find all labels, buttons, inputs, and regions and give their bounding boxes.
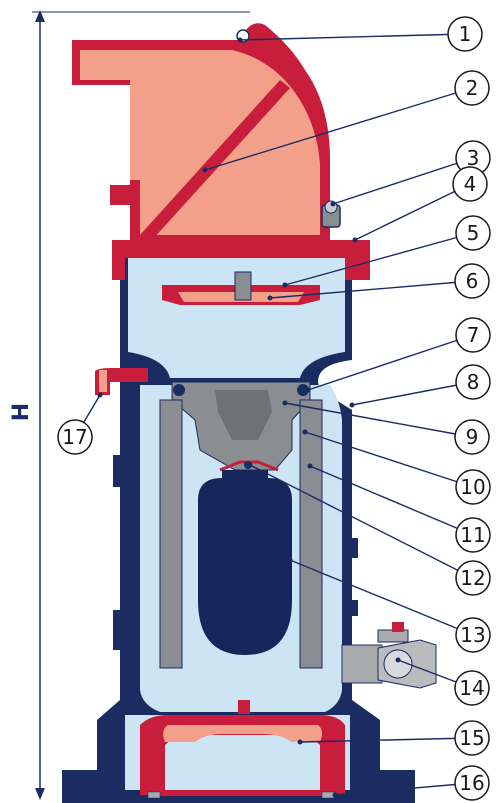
callout-11: 11 bbox=[307, 463, 491, 553]
callout-anchor bbox=[297, 739, 303, 745]
callout-leader bbox=[204, 87, 473, 171]
callout-anchor bbox=[282, 400, 288, 406]
callout-number: 9 bbox=[466, 425, 479, 449]
callout-anchor bbox=[352, 237, 358, 243]
callout-number: 4 bbox=[464, 172, 477, 196]
callout-anchor bbox=[237, 37, 243, 43]
height-dimension: H bbox=[9, 10, 250, 800]
callout-leader bbox=[299, 737, 473, 743]
callout-anchor bbox=[395, 657, 401, 663]
callout-leader bbox=[239, 33, 466, 41]
callout-leader bbox=[284, 402, 473, 438]
callout-4: 4 bbox=[352, 166, 488, 243]
callout-5: 5 bbox=[282, 215, 491, 288]
callout-anchor bbox=[287, 557, 293, 563]
callout-leader bbox=[289, 559, 474, 636]
callout-leader bbox=[307, 334, 474, 391]
callout-circle bbox=[454, 765, 490, 801]
callout-circle bbox=[57, 419, 93, 455]
callout-circle bbox=[454, 419, 490, 455]
callout-circle bbox=[455, 560, 491, 596]
callout-17: 17 bbox=[57, 392, 103, 455]
callout-12: 12 bbox=[247, 462, 491, 596]
callout-number: 13 bbox=[460, 623, 485, 647]
callout-circle bbox=[455, 317, 491, 353]
callout-anchor bbox=[247, 462, 253, 468]
upper-disc bbox=[162, 271, 320, 305]
valve-seat-block bbox=[171, 381, 311, 471]
callout-leader bbox=[249, 464, 474, 579]
callout-leader bbox=[269, 280, 473, 299]
callout-number: 6 bbox=[466, 269, 479, 293]
callout-number: 2 bbox=[466, 76, 479, 100]
callout-13: 13 bbox=[287, 557, 491, 653]
callout-number: 3 bbox=[467, 146, 480, 170]
callout-2: 2 bbox=[202, 70, 490, 173]
callout-leader bbox=[354, 183, 471, 241]
callout-number: 1 bbox=[459, 22, 472, 46]
callout-circle bbox=[447, 16, 483, 52]
callout-anchor bbox=[332, 792, 338, 798]
callout-leader bbox=[332, 157, 474, 205]
callout-number: 17 bbox=[62, 425, 87, 449]
callout-anchor bbox=[302, 429, 308, 435]
callout-anchor bbox=[282, 282, 288, 288]
callout-leader bbox=[284, 232, 474, 286]
inlet-elbow bbox=[72, 23, 370, 281]
side-drain-fitting bbox=[95, 368, 148, 395]
callout-number: 16 bbox=[459, 771, 484, 795]
callout-anchor bbox=[202, 167, 208, 173]
ball-valve bbox=[341, 622, 437, 689]
callout-anchor bbox=[330, 201, 336, 207]
callout-circle bbox=[455, 517, 491, 553]
callout-anchor bbox=[305, 387, 311, 393]
callout-circle bbox=[452, 166, 488, 202]
callout-anchor bbox=[307, 463, 313, 469]
callout-circle bbox=[455, 469, 491, 505]
callout-6: 6 bbox=[267, 263, 490, 301]
guide-tube bbox=[159, 399, 323, 669]
callout-anchor bbox=[349, 402, 355, 408]
callout-circle bbox=[454, 263, 490, 299]
callout-16: 16 bbox=[332, 765, 490, 801]
callout-number: 14 bbox=[459, 676, 484, 700]
float bbox=[198, 470, 292, 655]
callout-circle bbox=[454, 670, 490, 706]
callout-leader bbox=[334, 782, 473, 796]
callout-8: 8 bbox=[349, 364, 491, 408]
callout-14: 14 bbox=[395, 657, 490, 706]
callout-number: 12 bbox=[460, 566, 485, 590]
callout-number: 5 bbox=[467, 221, 480, 245]
callout-number: 11 bbox=[460, 523, 485, 547]
callout-7: 7 bbox=[305, 317, 491, 393]
bottom-strainer bbox=[140, 700, 345, 795]
callout-circle bbox=[455, 617, 491, 653]
callout-circle bbox=[455, 215, 491, 251]
callout-leader bbox=[351, 381, 474, 406]
callout-anchor bbox=[97, 392, 103, 398]
callout-number: 8 bbox=[467, 370, 480, 394]
callout-number: 7 bbox=[467, 323, 480, 347]
callout-anchor bbox=[267, 295, 273, 301]
callout-15: 15 bbox=[297, 720, 490, 756]
height-label: H bbox=[9, 403, 34, 421]
callout-leader bbox=[304, 431, 474, 488]
callout-leader bbox=[309, 465, 474, 536]
callout-10: 10 bbox=[302, 429, 491, 505]
callout-number: 15 bbox=[459, 726, 484, 750]
callout-1: 1 bbox=[237, 16, 483, 52]
callout-circle bbox=[454, 70, 490, 106]
callout-number: 10 bbox=[460, 475, 485, 499]
callout-circle bbox=[454, 720, 490, 756]
callout-3: 3 bbox=[330, 140, 491, 207]
callout-9: 9 bbox=[282, 400, 490, 455]
callout-circle bbox=[455, 364, 491, 400]
